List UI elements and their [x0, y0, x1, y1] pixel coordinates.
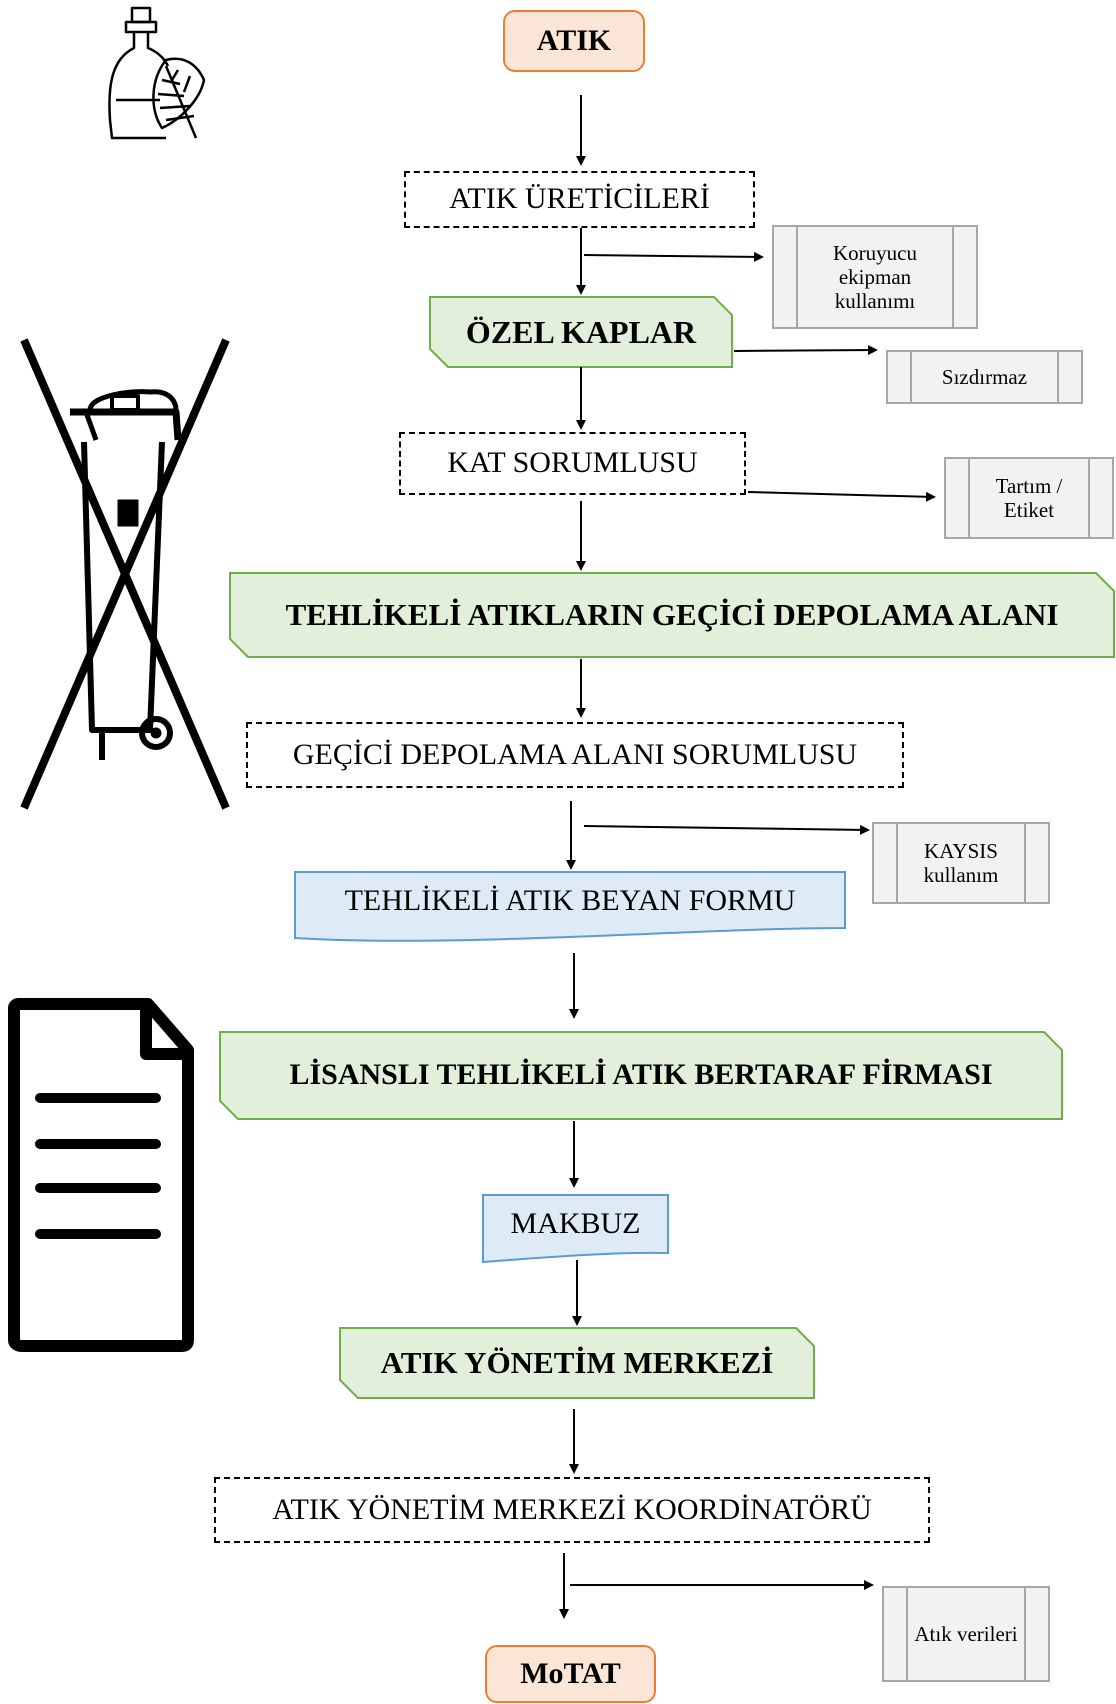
ppe-label: Koruyucu ekipman kullanımı — [833, 240, 917, 314]
disposal-company-label: LİSANSLI TEHLİKELİ ATIK BERTARAF FİRMASI — [289, 1058, 993, 1092]
receipt-label: MAKBUZ — [510, 1206, 641, 1240]
containers-shape — [429, 296, 733, 368]
ppe-box: Koruyucu ekipman kullanımı — [772, 225, 978, 329]
waste-center-node: ATIK YÖNETİM MERKEZİ — [340, 1328, 814, 1398]
receipt-shape — [482, 1194, 669, 1264]
end-node: MoTAT — [485, 1645, 656, 1703]
leakproof-label: Sızdırmaz — [941, 364, 1028, 389]
floor-manager-node: KAT SORUMLUSU — [399, 432, 746, 495]
temp-storage-shape — [229, 572, 1115, 658]
producers-label: ATIK ÜRETİCİLERİ — [449, 182, 710, 216]
storage-manager-label: GEÇİCİ DEPOLAMA ALANI SORUMLUSU — [292, 737, 858, 771]
declaration-form-shape — [294, 871, 846, 942]
start-node: ATIK — [503, 10, 645, 72]
waste-center-shape — [339, 1327, 815, 1399]
containers-label: ÖZEL KAPLAR — [465, 313, 697, 350]
declaration-form-node: TEHLİKELİ ATIK BEYAN FORMU — [295, 872, 845, 930]
start-label: ATIK — [536, 23, 612, 57]
waste-center-label: ATIK YÖNETİM MERKEZİ — [380, 1345, 774, 1381]
coordinator-node: ATIK YÖNETİM MERKEZİ KOORDİNATÖRÜ — [214, 1477, 930, 1543]
storage-manager-node: GEÇİCİ DEPOLAMA ALANI SORUMLUSU — [246, 722, 904, 788]
floor-manager-label: KAT SORUMLUSU — [447, 446, 698, 480]
kaysis-label: KAYSIS kullanım — [923, 838, 999, 887]
disposal-company-node: LİSANSLI TEHLİKELİ ATIK BERTARAF FİRMASI — [220, 1032, 1062, 1119]
producers-node: ATIK ÜRETİCİLERİ — [404, 171, 755, 228]
temp-storage-label: TEHLİKELİ ATIKLARIN GEÇİCİ DEPOLAMA ALAN… — [285, 597, 1059, 633]
arrow-to-ppe — [583, 251, 764, 262]
temp-storage-node: TEHLİKELİ ATIKLARIN GEÇİCİ DEPOLAMA ALAN… — [230, 573, 1114, 657]
arrow-to-kaysis — [583, 824, 870, 835]
containers-node: ÖZEL KAPLAR — [430, 297, 732, 367]
end-label: MoTAT — [520, 1656, 621, 1690]
arrow-to-leakproof — [733, 345, 878, 356]
leakproof-box: Sızdırmaz — [886, 350, 1083, 404]
waste-data-label: Atık verileri — [914, 1621, 1018, 1646]
receipt-node: MAKBUZ — [483, 1195, 668, 1253]
weigh-label-box: Tartım / Etiket — [944, 457, 1114, 539]
arrow-to-weigh-label — [747, 491, 936, 502]
disposal-company-shape — [219, 1031, 1063, 1120]
bottle-leaf-icon — [108, 6, 206, 140]
kaysis-box: KAYSIS kullanım — [872, 822, 1050, 904]
crossed-bin-icon — [20, 338, 230, 810]
coordinator-label: ATIK YÖNETİM MERKEZİ KOORDİNATÖRÜ — [272, 1492, 872, 1526]
weigh-label-text: Tartım / Etiket — [995, 473, 1063, 522]
waste-data-box: Atık verileri — [882, 1586, 1050, 1682]
document-icon — [8, 998, 194, 1352]
declaration-form-label: TEHLİKELİ ATIK BEYAN FORMU — [344, 883, 796, 917]
